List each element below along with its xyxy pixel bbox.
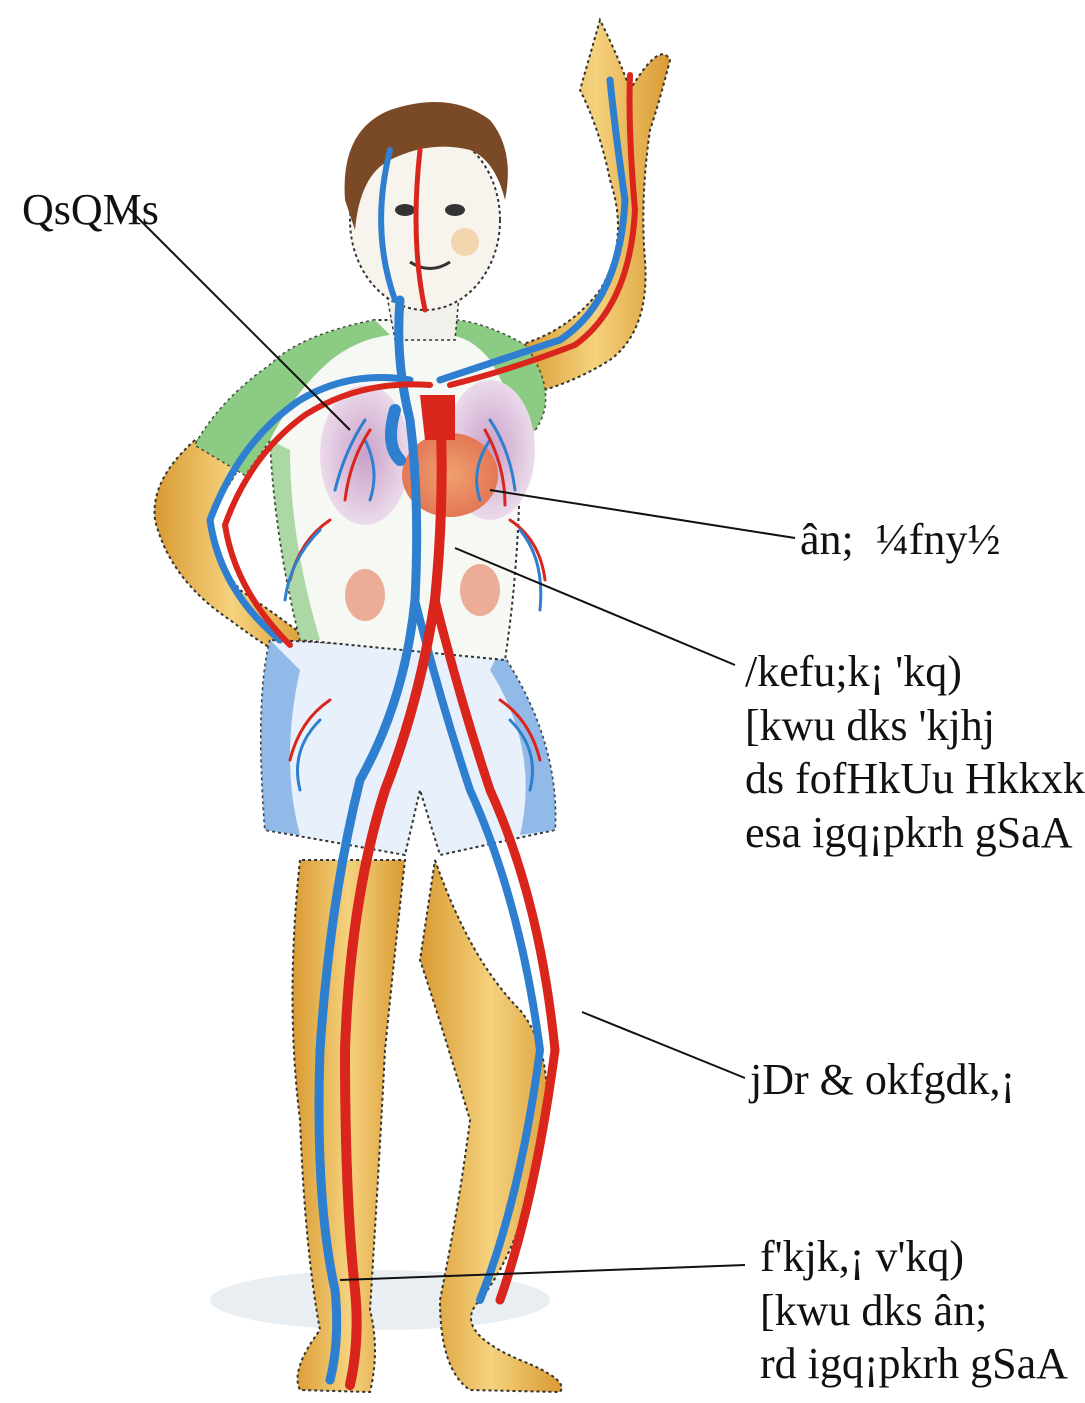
- head: [345, 102, 508, 310]
- leader-line-heart: [490, 490, 795, 538]
- label-lungs: QsQMs: [22, 188, 159, 232]
- left-kidney: [345, 569, 385, 621]
- right-arm: [520, 20, 670, 395]
- label-heart: ân; ¼fny½: [800, 518, 1000, 562]
- label-leg: jDr & okfgdk,¡: [750, 1058, 1015, 1102]
- right-kidney: [460, 564, 500, 616]
- leader-line-leg: [582, 1012, 745, 1078]
- label-artery: /kefu;k¡ 'kq) [kwu dks 'kjhj ds fofHkUu …: [745, 645, 1085, 860]
- label-vein: f'kjk,¡ v'kq) [kwu dks ân; rd igq¡pkrh g…: [760, 1230, 1068, 1391]
